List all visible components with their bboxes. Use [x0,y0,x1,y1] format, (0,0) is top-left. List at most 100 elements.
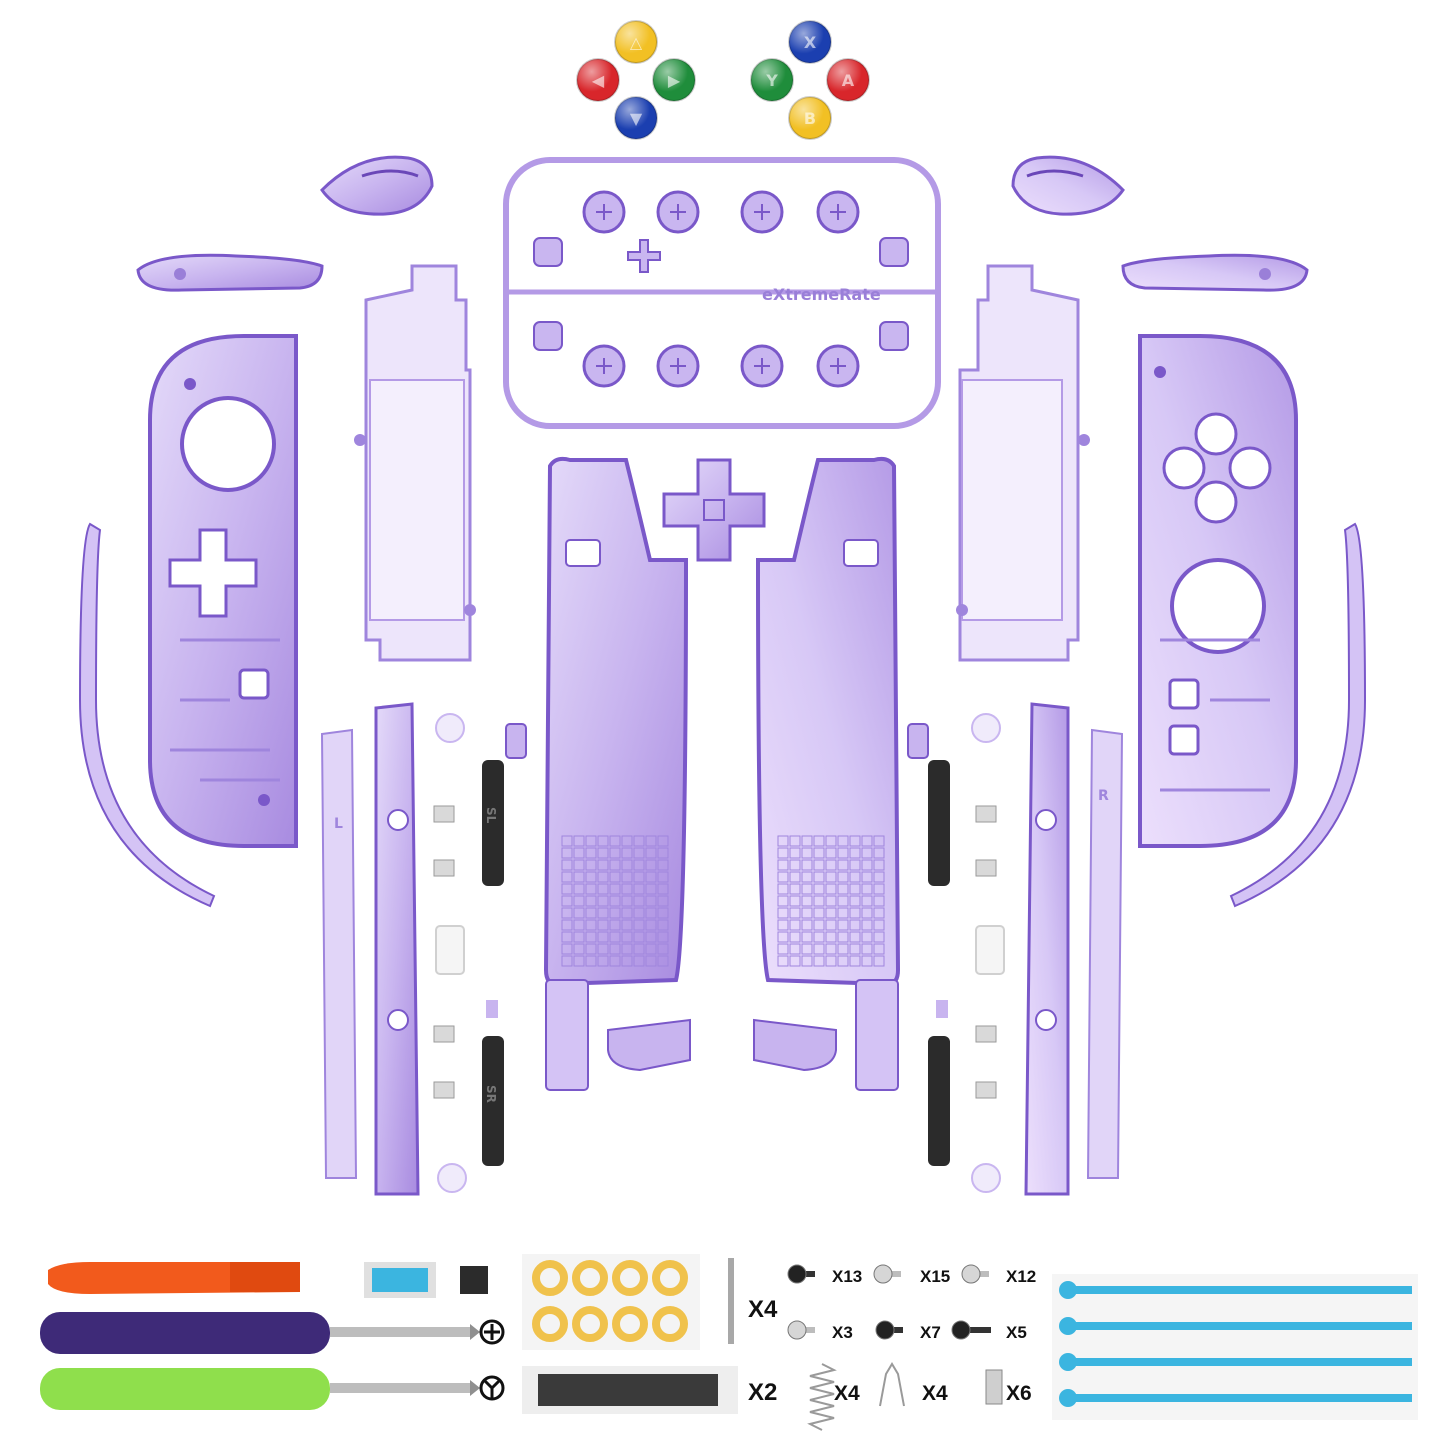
shell-grid-cell [801,871,813,883]
abxy-buttons-left-set: △◀▶▼ [576,20,696,140]
shell-grid-cell [609,847,621,859]
yellow-ring-sticker [532,1260,568,1296]
shell-grid-cell [573,895,585,907]
shell-grid-cell [645,943,657,955]
shell-grid-cell [837,931,849,943]
metal-plate [975,859,997,877]
shell-grid-cell [837,919,849,931]
left-face-button-top: △ [614,20,658,64]
shell-grid-cell [837,907,849,919]
shell-grid-cell [861,871,873,883]
shell-grid-cell [621,955,633,967]
shell-grid-cell [849,871,861,883]
shell-grid-cell [837,835,849,847]
shell-grid-cell [609,907,621,919]
sr-button-right [928,1036,950,1166]
pry-tool-orange [48,1262,300,1294]
left-curved-trim [78,522,216,908]
l-bumper [136,253,324,292]
shell-grid-cell [801,883,813,895]
metal-plate [433,1081,455,1099]
shell-grid-cell [585,883,597,895]
left-joycon-front-shell [148,334,298,848]
shell-grid-cell [777,859,789,871]
shell-grid-cell [645,883,657,895]
shell-grid-cell [645,835,657,847]
shell-grid-cell [777,943,789,955]
shell-grid-cell [597,883,609,895]
lanyard-strap [1059,1389,1412,1407]
shell-grid-cell [861,955,873,967]
yellow-ring-sticker [572,1260,608,1296]
shell-grid-cell [621,895,633,907]
shell-grid-cell [633,955,645,967]
shell-grid-cell [789,919,801,931]
screw-black-long-icon [951,1320,991,1340]
shell-grid-cell [813,955,825,967]
yellow-ring-sticker [532,1306,568,1342]
tree-round-button [656,190,700,234]
shell-grid-cell [645,955,657,967]
shell-grid-cell [801,943,813,955]
shell-grid-cell [609,943,621,955]
yellow-ring-sticker [612,1306,648,1342]
shell-grid-cell [873,835,885,847]
tree-round-button [816,344,860,388]
shell-grid-cell [573,847,585,859]
shell-grid-cell [585,835,597,847]
right-joycon-front-shell [1138,334,1298,848]
button-tree: eXtremeRate [503,157,941,429]
metal-plate [975,1081,997,1099]
shell-grid-cell [861,835,873,847]
left-face-glyph-bottom: ▼ [630,109,643,128]
shell-grid-cell [573,943,585,955]
screw-silver-washer-icon [787,1320,815,1340]
yellow-ring-stickers [522,1254,700,1350]
shell-grid-cell [873,907,885,919]
clip-spring-quantity: X4 [922,1382,948,1405]
r-bumper [1121,253,1309,292]
left-face-glyph-right: ▶ [668,71,681,90]
shell-grid-cell [789,859,801,871]
shell-grid-cell [873,931,885,943]
shell-grid-cell [585,847,597,859]
right-side-rail-outer: R [1086,728,1124,1179]
shell-grid-cell [573,883,585,895]
screw-silver-small-icon [873,1264,901,1284]
shell-grid-cell [873,955,885,967]
shell-grid-cell [573,931,585,943]
shell-grid-cell [825,919,837,931]
shell-grid-cell [861,931,873,943]
shell-grid-cell [789,931,801,943]
shell-grid-cell [561,895,573,907]
shell-grid-cell [873,883,885,895]
zl-trigger [320,155,434,216]
sr-button-left: SR [482,1036,504,1166]
left-face-button-right: ▶ [652,58,696,102]
washer [971,713,1001,743]
shell-grid-cell [645,847,657,859]
tree-round-button [656,344,700,388]
right-face-button-right: A [826,58,870,102]
sl-button-right [928,760,950,886]
shell-grid-cell [645,895,657,907]
shell-grid-cell [813,895,825,907]
metal-plate [433,859,455,877]
d-pad-button [662,458,766,562]
screw-quantity-6: X5 [1006,1323,1027,1342]
yellow-ring-sticker [652,1306,688,1342]
screw-quantity-2: X15 [920,1267,951,1286]
shell-grid-cell [657,883,669,895]
shell-grid-cell [609,955,621,967]
shell-grid-cell [849,931,861,943]
shell-grid-cell [801,859,813,871]
shell-grid-cell [849,883,861,895]
shell-grid-cell [813,859,825,871]
tree-small-button [533,321,563,351]
tree-small-button [879,321,909,351]
shell-grid-cell [585,907,597,919]
shell-grid-cell [777,847,789,859]
shell-grid-cell [609,895,621,907]
shell-grid-cell [813,835,825,847]
right-joycon-back-shell [755,456,901,987]
